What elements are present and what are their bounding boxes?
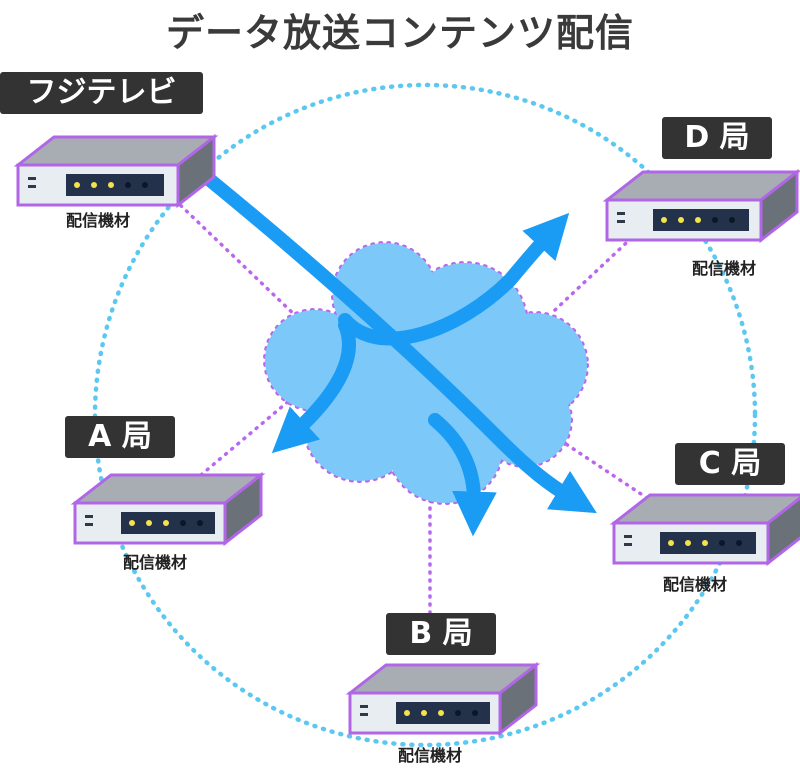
station-c-device-caption: 配信機材: [662, 575, 727, 594]
link-d: [553, 228, 642, 312]
arrow-to-d: [338, 212, 570, 346]
device-c: [609, 493, 800, 567]
arrow-to-c: [203, 173, 597, 514]
source-device-caption: 配信機材: [65, 211, 130, 230]
station-a-label: A 局: [65, 416, 175, 458]
station-b-label: B 局: [386, 613, 496, 655]
station-b-device-caption: 配信機材: [397, 746, 462, 765]
link-source: [173, 198, 302, 322]
station-d-device-caption: 配信機材: [691, 259, 756, 278]
device-a: [70, 471, 266, 547]
network-ring: [92, 82, 758, 748]
arrow-to-a: [271, 318, 356, 454]
station-d-label: D 局: [662, 117, 772, 159]
station-c-label: C 局: [675, 443, 785, 485]
source-label: フジテレビ: [0, 72, 203, 114]
station-a-device-caption: 配信機材: [122, 553, 187, 572]
link-c: [558, 438, 652, 502]
arrow-to-b: [428, 413, 497, 537]
device-b: [345, 661, 541, 737]
device-d: [602, 168, 800, 244]
link-a: [193, 398, 292, 482]
page-title: データ放送コンテンツ配信: [165, 11, 634, 55]
device-source: [13, 133, 219, 209]
